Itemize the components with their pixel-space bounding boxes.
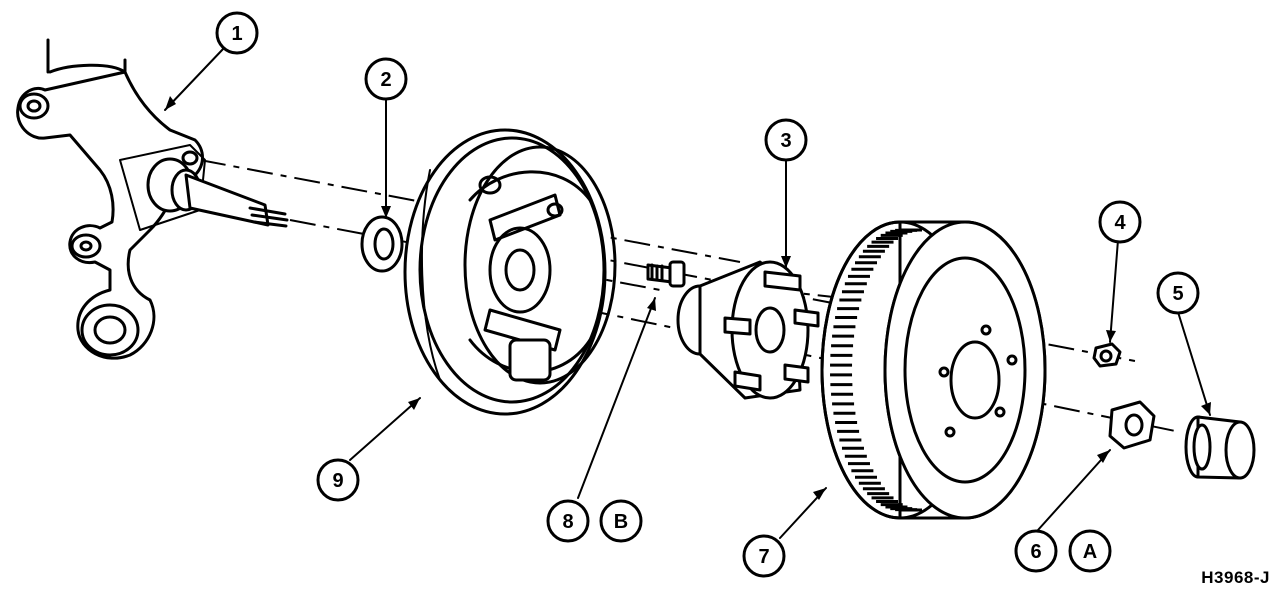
- svg-text:5: 5: [1172, 283, 1183, 305]
- svg-text:2: 2: [380, 69, 391, 91]
- callout-A: A: [1068, 529, 1112, 573]
- svg-text:8: 8: [562, 511, 573, 533]
- callout-7: 7: [742, 534, 786, 578]
- callout-4: 4: [1098, 200, 1142, 244]
- svg-text:7: 7: [758, 546, 769, 568]
- seal-washer: [360, 215, 404, 273]
- grease-cap: [1184, 415, 1256, 480]
- figure-code: H3968-J: [1201, 568, 1270, 587]
- svg-text:3: 3: [780, 130, 791, 152]
- callout-6: 6: [1014, 529, 1058, 573]
- drum-cooling-fins: [830, 228, 922, 512]
- callout-5: 5: [1156, 271, 1200, 315]
- wheel-hub: [676, 260, 820, 400]
- callout-1: 1: [215, 11, 259, 55]
- callouts: 1 2 3 4 5 6 A 7: [215, 11, 1200, 578]
- lug-nut: [1092, 342, 1122, 368]
- svg-text:1: 1: [231, 23, 242, 45]
- brake-drum: [820, 220, 1047, 520]
- callout-2: 2: [364, 57, 408, 101]
- svg-text:B: B: [614, 511, 628, 533]
- spindle-knuckle: [16, 38, 289, 360]
- svg-text:4: 4: [1114, 212, 1126, 234]
- callout-3: 3: [764, 118, 808, 162]
- svg-text:6: 6: [1030, 541, 1041, 563]
- hub-studs: [723, 270, 820, 392]
- svg-text:A: A: [1083, 541, 1097, 563]
- hub-nut: [1108, 400, 1156, 450]
- brake-backing-plate: [403, 128, 617, 416]
- wheel-stud: [646, 260, 686, 288]
- callout-8: 8: [546, 499, 590, 543]
- callout-9: 9: [316, 458, 360, 502]
- callout-B: B: [599, 499, 643, 543]
- leader-arrowheads: [165, 96, 1211, 500]
- svg-text:9: 9: [332, 470, 343, 492]
